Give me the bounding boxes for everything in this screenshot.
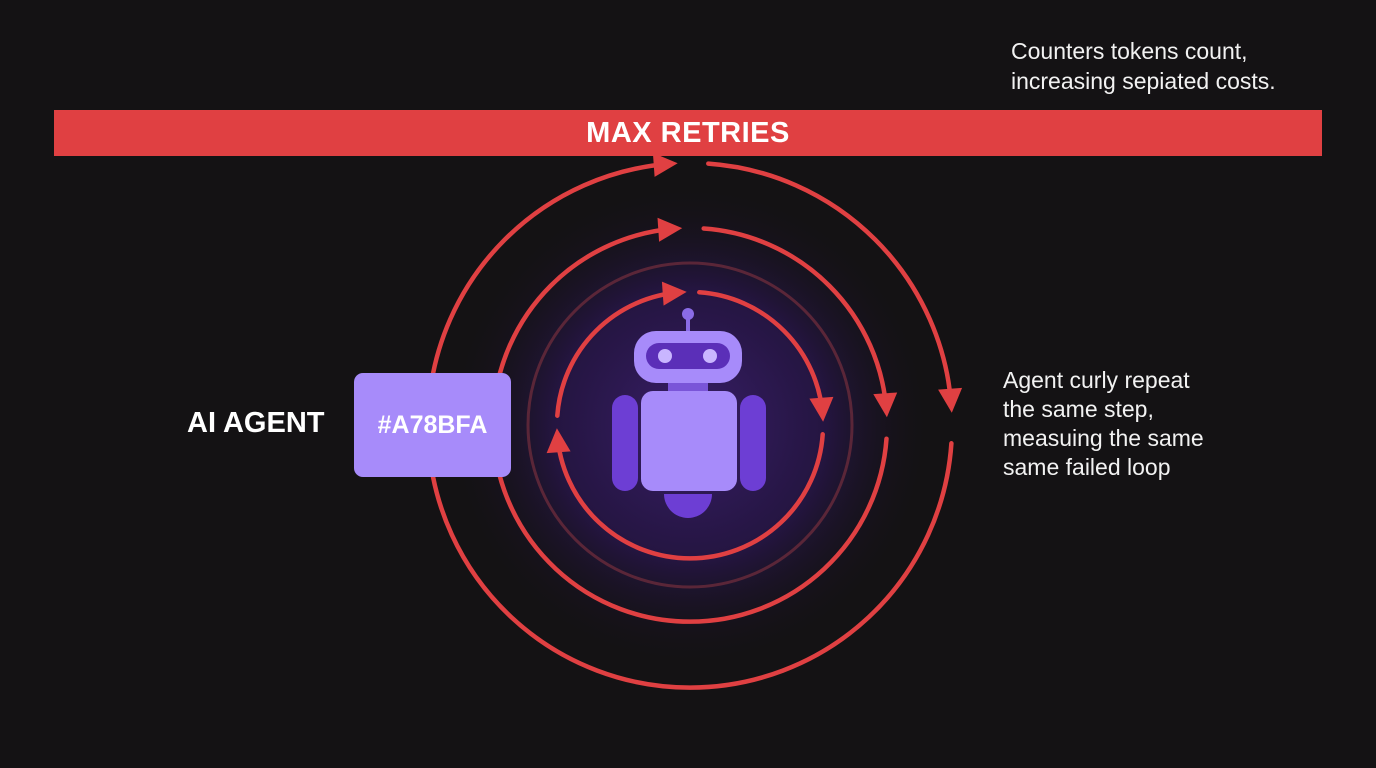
agent-color-swatch: #A78BFA <box>354 373 511 477</box>
loop-note-line: the same step, <box>1003 396 1154 422</box>
retry-arrowhead <box>652 152 678 177</box>
retry-loop-arc <box>555 290 683 418</box>
robot-icon <box>612 308 766 518</box>
max-retries-label: MAX RETRIES <box>586 116 790 149</box>
retry-arrowhead <box>661 281 687 306</box>
inner-ring <box>526 261 854 589</box>
retry-loop-arc <box>426 161 674 409</box>
ai-agent-label: AI AGENT <box>187 407 325 439</box>
retry-arrowhead <box>546 428 571 454</box>
retry-arrowhead <box>809 396 834 422</box>
retry-arrowhead <box>657 217 683 242</box>
loop-note-line: Agent curly repeat <box>1003 367 1190 393</box>
retry-arrowhead <box>938 387 963 413</box>
retry-loop-arc <box>555 432 825 561</box>
retry-loop-arc <box>701 226 889 414</box>
cost-note-line: Counters tokens count, <box>1011 38 1248 64</box>
retry-loop-arc <box>491 226 679 414</box>
retry-loop-arc <box>491 436 889 624</box>
retry-loop-arc <box>426 441 954 690</box>
retry-loop-arc <box>706 161 954 409</box>
cost-note: Counters tokens count, increasing sepiat… <box>1011 36 1351 96</box>
retry-arrowhead <box>873 392 898 418</box>
retry-loop-arc <box>697 290 825 418</box>
agent-color-label: #A78BFA <box>377 410 488 439</box>
loop-note-line: same failed loop <box>1003 454 1171 480</box>
cost-note-line: increasing sepiated costs. <box>1011 68 1276 94</box>
loop-note-line: measuing the same <box>1003 425 1204 451</box>
max-retries-banner: MAX RETRIES <box>54 110 1322 156</box>
loop-note: Agent curly repeat the same step, measui… <box>1003 366 1333 482</box>
